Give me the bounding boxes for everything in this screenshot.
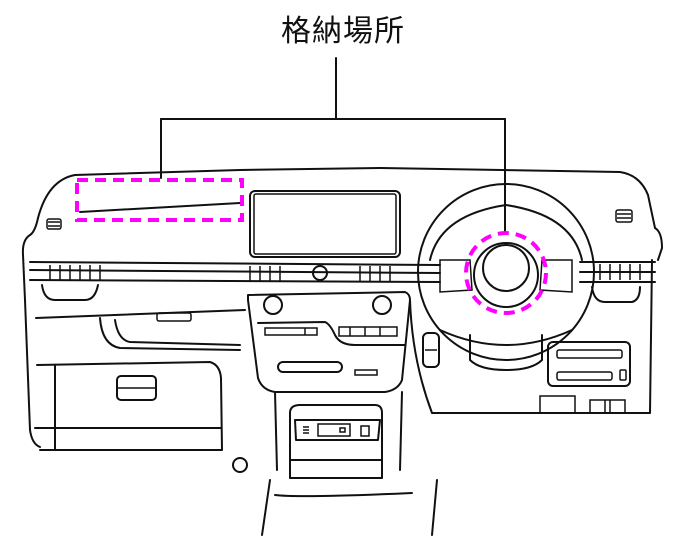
- steering-hub: [473, 242, 539, 308]
- glovebox: [34, 361, 223, 451]
- switch-panel: [547, 341, 631, 387]
- callout-bracket: [160, 57, 506, 233]
- passenger-dash-panel: [24, 299, 246, 448]
- driver-side-panel: [409, 259, 653, 414]
- dashboard-top: [21, 167, 663, 301]
- hazard-button: [312, 265, 328, 281]
- vent-slats: [49, 264, 641, 281]
- storage-location-label: 格納場所: [281, 14, 405, 49]
- right-knob: [372, 295, 392, 315]
- left-knob: [263, 295, 283, 315]
- usb-port-panel: [317, 423, 351, 437]
- vent-strip: [29, 261, 656, 283]
- right-side-vent: [615, 209, 633, 223]
- center-slot: [277, 361, 343, 373]
- center-display: [249, 190, 401, 258]
- storage-highlight-dashboard: [75, 178, 244, 222]
- storage-highlight-steering-hub: [464, 231, 548, 315]
- driver-switch: [422, 332, 440, 368]
- vent-louvers: [41, 284, 641, 303]
- center-lower-knob: [232, 457, 248, 473]
- left-side-vent: [46, 218, 62, 230]
- lower-console: [232, 391, 438, 536]
- glovebox-handle: [116, 375, 157, 401]
- center-stack: [247, 291, 411, 393]
- steering-wheel: [417, 183, 595, 371]
